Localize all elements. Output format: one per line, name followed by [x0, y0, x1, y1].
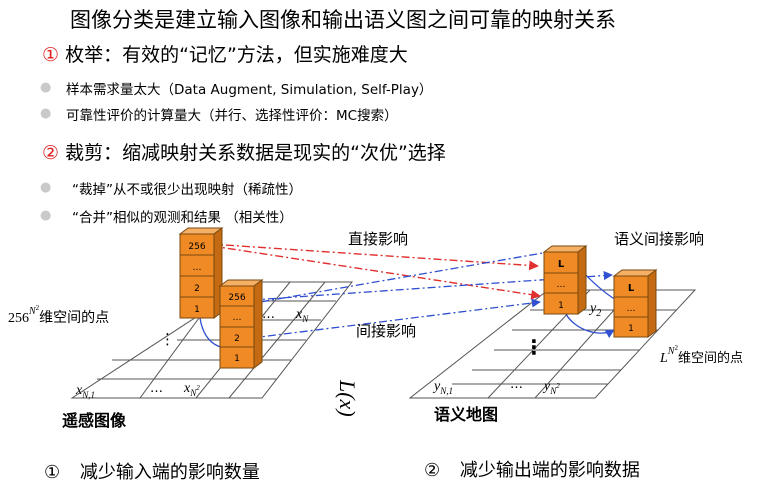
- right-dots-vertical: ⋮: [524, 335, 544, 359]
- section-2-heading: ② 裁剪：缩减映射关系数据是现实的“次优”选择: [42, 138, 446, 165]
- cell-xN1: xN,1: [75, 383, 95, 400]
- left-back-cell-dots: …: [193, 263, 202, 273]
- left-front-cell-1: 1: [234, 354, 240, 364]
- direct-arrow-top: [209, 243, 539, 271]
- left-back-cell-1: 1: [194, 305, 200, 315]
- section-1-item-1: 样本需求量太大（Data Augment, Simulation, Self-P…: [66, 82, 433, 98]
- section-1-text: 枚举：有效的“记忆”方法，但实施难度大: [65, 44, 408, 66]
- section-2-text: 裁剪：缩减映射关系数据是现实的“次优”选择: [65, 142, 446, 164]
- right-back-cell-1: 1: [558, 301, 564, 311]
- left-front-cell-dots: …: [233, 313, 242, 323]
- bottom-item-1-text: 减少输入端的影响数量: [79, 462, 260, 483]
- cell-xN2: xN2: [183, 381, 200, 398]
- left-grid-label: 遥感图像: [62, 411, 127, 430]
- direct-arrow-bottom: [211, 245, 541, 300]
- direct-influence-label: 直接影响: [348, 230, 408, 248]
- left-back-cell-256: 256: [188, 242, 205, 252]
- indirect-arrow-3: [213, 246, 561, 311]
- bottom-item-2: ② 减少输出端的影响数据: [424, 456, 640, 482]
- left-front-cell-256: 256: [228, 293, 245, 303]
- section-1-heading: ① 枚举：有效的“记忆”方法，但实施难度大: [42, 40, 408, 67]
- right-back-cell-L: L: [558, 259, 565, 270]
- bullet-icon: ●: [40, 106, 52, 121]
- y2-label: y2: [588, 301, 601, 319]
- section-2-number: ②: [42, 142, 60, 164]
- cell-yN1: yN,1: [432, 379, 453, 396]
- section-1-number: ①: [42, 44, 60, 66]
- bottom-item-2-text: 减少输出端的影响数据: [459, 460, 640, 481]
- section-1-item-2: 可靠性评价的计算量大（并行、选择性评价：MC搜索）: [66, 108, 398, 124]
- cell-dots-top: …: [262, 307, 275, 322]
- right-front-cell-dots: …: [627, 304, 636, 314]
- left-back-cell-2: 2: [194, 284, 200, 294]
- section-2-item-2: “合并”相似的观测和结果 （相关性）: [72, 210, 293, 226]
- right-back-cell-dots: …: [557, 280, 566, 290]
- left-space-label: 256N2维空间的点: [8, 304, 109, 326]
- section-2-item-1: “裁掉”从不或很少出现映射（稀疏性）: [72, 182, 302, 198]
- page-title: 图像分类是建立输入图像和输出语义图之间可靠的映射关系: [70, 8, 616, 32]
- right-grid-label: 语义地图: [434, 405, 498, 424]
- bottom-item-1: ① 减少输入端的影响数量: [44, 458, 260, 484]
- cell-dots-vertical: ⋮: [160, 330, 175, 348]
- indirect-arrow-2: [251, 298, 541, 339]
- cell-yN2: yN2: [542, 379, 560, 396]
- indirect-influence-label: 间接影响: [356, 322, 416, 340]
- cell-dots-bottom: …: [150, 381, 163, 396]
- right-local-curve-1: [565, 313, 615, 339]
- left-stack-back: 256 … 2 1: [178, 227, 224, 319]
- cell-xN: xN: [295, 307, 309, 324]
- left-stack-front: 256 … 2 1: [218, 279, 264, 369]
- right-stack-front: L … 1: [612, 269, 658, 338]
- transform-label: L(x): [335, 379, 360, 417]
- right-stack-back: L … 1: [542, 245, 588, 315]
- right-front-cell-L: L: [628, 283, 635, 294]
- bullet-icon: ●: [40, 80, 52, 95]
- semantic-indirect-label: 语义间接影响: [614, 230, 704, 248]
- bullet-icon: ●: [40, 208, 52, 223]
- bottom-item-1-number: ①: [44, 462, 61, 483]
- left-front-cell-2: 2: [234, 334, 240, 344]
- bottom-item-2-number: ②: [424, 460, 441, 481]
- right-dots-horizontal: …: [510, 377, 523, 392]
- right-front-cell-1: 1: [628, 324, 634, 334]
- right-space-label: LN2维空间的点: [659, 344, 743, 366]
- bullet-icon: ●: [40, 180, 52, 195]
